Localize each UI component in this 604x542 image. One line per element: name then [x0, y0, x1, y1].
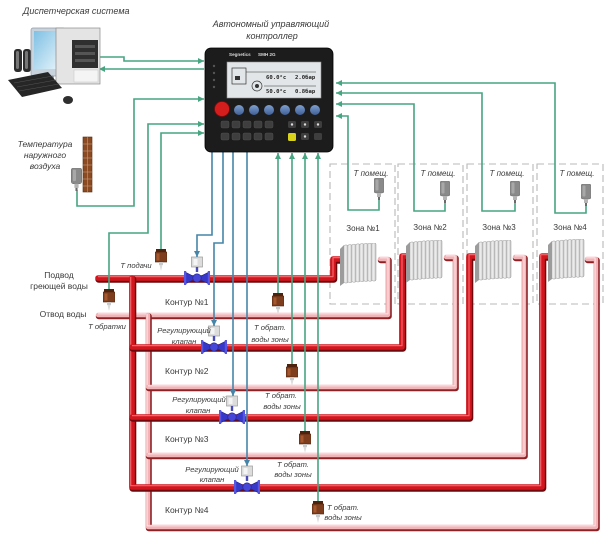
contour-3-label: Контур №3 — [165, 434, 209, 444]
supply-main-pipe — [95, 256, 348, 283]
line-pc-to-controller — [98, 56, 204, 64]
return-main-pipe — [95, 256, 392, 320]
control-line-valve-1 — [194, 151, 213, 257]
radiator-zone-2 — [406, 240, 443, 284]
room-sensor-zone-3-icon — [510, 181, 520, 203]
controller-keypad — [220, 120, 274, 141]
contour-4-return-sensor-icon — [312, 501, 324, 523]
zone-box-4 — [536, 163, 604, 305]
return-pipe-contour-2 — [145, 254, 459, 392]
line-zone-3-sensor — [336, 90, 516, 212]
contour-2-sensor-label-1: Т обрат. — [265, 391, 297, 400]
return-sensor-label: Т обратки — [88, 322, 127, 331]
controller-device: Segnetics SMH 2G 60.0°c 2.0бар 50.0°c 0.… — [204, 47, 334, 153]
supply-pipes — [95, 253, 556, 492]
contour-1-sensor-label-1: Т обрат. — [254, 323, 286, 332]
contour-4-valve-label-2: клапан — [200, 475, 225, 484]
contour-4-label: Контур №4 — [165, 505, 209, 515]
contour-3-sensor-label-2: воды зоны — [274, 470, 312, 479]
contour-1-sensor-label-2: воды зоны — [251, 335, 289, 344]
outdoor-wall-icon — [82, 136, 93, 193]
dispatch-computer-icon — [8, 27, 101, 104]
outdoor-sensor-label-1: Температура — [18, 139, 73, 149]
zone-4-label: Зона №4 — [553, 223, 587, 232]
contour-2-valve-label-2: клапан — [172, 337, 197, 346]
pump-icon — [251, 80, 263, 92]
zone-3-sensor-label: Т помещ. — [490, 169, 525, 178]
lcd-pressure-2: 0.8бар — [295, 88, 316, 95]
room-sensor-zone-4-icon — [581, 184, 591, 206]
sensor-signal-lines — [76, 56, 587, 502]
line-zone-1-sensor — [336, 113, 380, 211]
zone-2-sensor-label: Т помещ. — [421, 169, 456, 178]
line-zone-2-sensor — [336, 101, 446, 212]
contour-1-return-sensor-icon — [272, 293, 284, 315]
zone-box-1 — [329, 163, 396, 305]
supply-main-label-1: Подвод — [44, 270, 74, 280]
outdoor-sensor-label-2: наружного — [24, 150, 67, 160]
contour-1-label: Контур №1 — [165, 297, 209, 307]
controller-nav-keys — [288, 121, 322, 141]
zone-box-3 — [466, 163, 534, 305]
lcd-temp-1: 60.0°c — [266, 75, 286, 81]
radiator-zone-3 — [475, 240, 512, 284]
contour-2-sensor-label-2: воды зоны — [263, 402, 301, 411]
room-sensor-zone-1-icon — [374, 178, 384, 200]
line-return-main-sensor — [108, 121, 204, 290]
controller-function-buttons — [234, 105, 320, 115]
return-main-label: Отвод воды — [40, 309, 87, 319]
line-supply-main-sensor — [160, 130, 204, 249]
control-valve-contour-1-icon — [184, 256, 210, 286]
controller-brand: Segnetics — [229, 52, 251, 57]
contour-4-sensor-label-1: Т обрат. — [327, 503, 359, 512]
lcd-temp-2: 50.0°c — [266, 89, 286, 95]
outdoor-temp-sensor-icon — [71, 168, 82, 191]
controller-stop-button — [214, 101, 230, 117]
zone-boxes — [329, 163, 604, 305]
dispatch-system-label: Диспетчерская система — [22, 6, 130, 16]
status-leds — [212, 64, 216, 89]
contour-2-return-sensor-icon — [286, 364, 298, 386]
supply-temp-sensor-icon — [155, 249, 167, 271]
contour-3-return-sensor-icon — [299, 431, 311, 453]
outdoor-sensor-label-3: воздуха — [30, 161, 61, 171]
controller-enter-key — [288, 133, 296, 141]
contour-3-valve-label-1: Регулирующий — [172, 395, 226, 404]
radiator-zone-1 — [340, 243, 377, 287]
lcd-pressure-1: 2.0бар — [295, 74, 316, 81]
controller-model: SMH 2G — [258, 52, 276, 57]
room-sensor-zone-2-icon — [440, 181, 450, 203]
line-outdoor-sensor — [76, 96, 204, 207]
zone-box-2 — [397, 163, 464, 305]
zone-4-sensor-label: Т помещ. — [560, 169, 595, 178]
zone-1-label: Зона №1 — [346, 224, 380, 233]
radiator-zone-4 — [548, 239, 585, 283]
contour-3-sensor-label-1: Т обрат. — [277, 460, 309, 469]
supply-sensor-label: Т подачи — [120, 261, 152, 270]
return-pipes — [95, 254, 600, 532]
control-line-valve-2 — [211, 151, 224, 326]
controller-title-line-1: Автономный управляющий — [212, 19, 329, 29]
zone-3-label: Зона №3 — [482, 223, 516, 232]
controller-lcd: 60.0°c 2.0бар 50.0°c 0.8бар — [226, 61, 322, 99]
supply-pipe-contour-3 — [129, 253, 483, 422]
contour-4-valve-label-1: Регулирующий — [185, 465, 239, 474]
contour-2-valve-label-1: Регулирующий — [157, 326, 211, 335]
zone-2-label: Зона №2 — [413, 223, 447, 232]
return-pipe-contour-3 — [145, 254, 528, 460]
contour-3-valve-label-2: клапан — [186, 406, 211, 415]
controller-title-line-2: контроллер — [246, 31, 298, 41]
return-temp-sensor-icon — [103, 289, 115, 311]
contour-4-sensor-label-2: воды зоны — [324, 513, 362, 522]
line-zone-4-sensor — [336, 80, 587, 214]
valve-control-lines — [194, 151, 250, 466]
zone-1-sensor-label: Т помещ. — [354, 169, 389, 178]
contour-2-label: Контур №2 — [165, 366, 209, 376]
supply-main-label-2: греющей воды — [30, 281, 88, 291]
